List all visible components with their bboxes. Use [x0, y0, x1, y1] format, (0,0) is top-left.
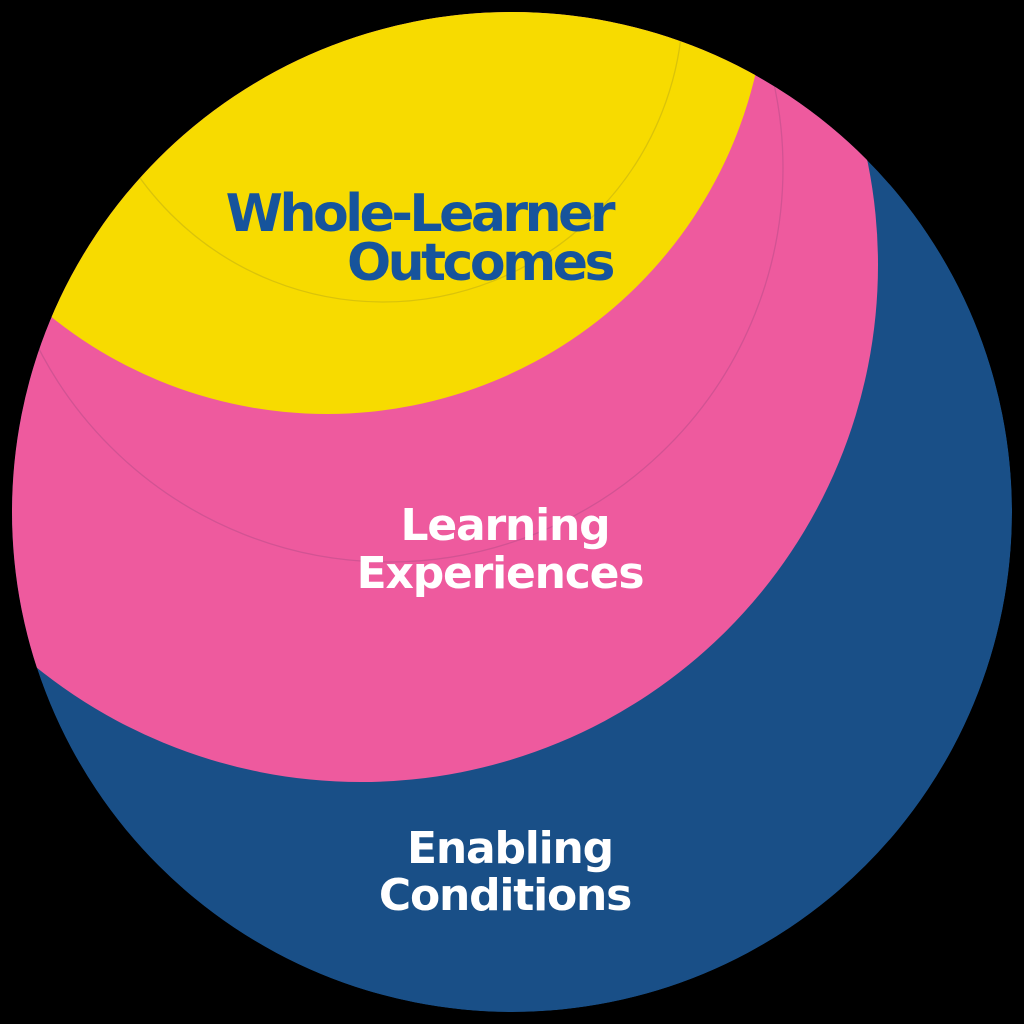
- enabling-conditions-label-line1: Enabling: [407, 823, 613, 874]
- learning-experiences-label-line1: Learning: [401, 500, 610, 551]
- learning-experiences-label-line2: Experiences: [357, 548, 644, 599]
- enabling-conditions-label-line2: Conditions: [379, 870, 631, 921]
- whole-learner-outcomes-label-line1: Whole-Learner: [226, 184, 616, 244]
- ghost-arc-pink: [12, 12, 784, 563]
- whole-learner-outcomes-label-line2: Outcomes: [347, 233, 614, 293]
- ghost-arc-yellow: [82, 12, 684, 303]
